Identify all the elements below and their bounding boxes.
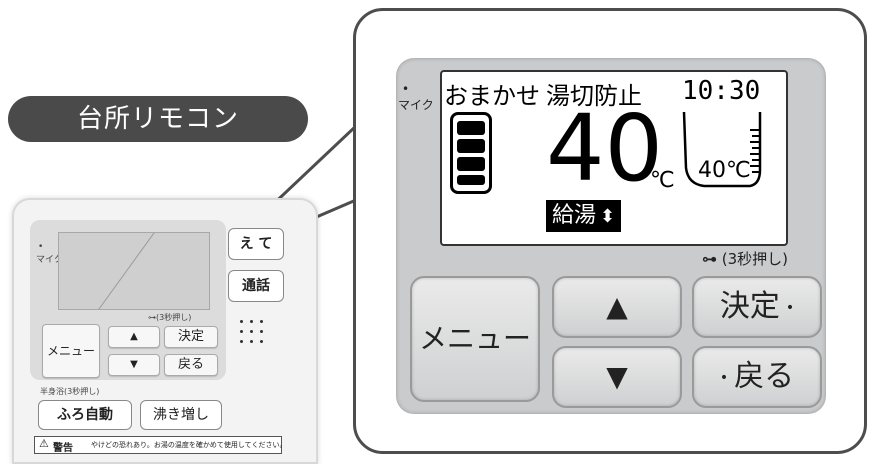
remote-back-button[interactable]: 戻る [164,354,218,376]
remote-screen [58,232,210,310]
lcd-display: おまかせ 湯切防止 10:30 40 ℃ 40℃ 給湯⬍ [440,70,788,246]
warning-icon: ⚠ [39,437,49,450]
key-icon: ⊶ [702,250,717,268]
mode-label: おまかせ [444,82,540,110]
lock-hint-text: (3秒押し) [721,250,789,268]
up-button[interactable]: ▲ [552,276,682,338]
up-down-arrows-icon: ⬍ [600,206,616,227]
half-bath-hint: 半身浴(3秒押し) [40,387,100,396]
water-level-icon [450,112,492,194]
temperature-unit: ℃ [650,168,675,193]
mode-select-label: 給湯 [552,203,597,228]
mic-dot: • [402,82,410,96]
menu-button[interactable]: メニュー [410,276,540,402]
bathtub-icon [680,108,764,190]
bath-temperature: 40℃ [698,158,751,183]
key-icon: ⊶ [148,313,156,322]
remote-lock-hint-text: (3秒押し) [156,313,192,322]
auto-bath-button[interactable]: ふろ自動 [38,400,132,430]
speaker-grille [240,320,270,350]
remote-down-button[interactable]: ▼ [108,354,160,376]
ok-button[interactable]: 決定 • [692,276,822,338]
remote-side-top-button[interactable]: え て [228,228,284,260]
ok-button-dot: • [785,299,795,316]
lock-hint: ⊶ (3秒押し) [702,248,788,269]
remote-ok-button[interactable]: 決定 [164,326,218,348]
mode-select-indicator: 給湯⬍ [546,200,622,232]
remote-call-button[interactable]: 通話 [228,270,284,302]
remote-lock-hint: ⊶(3秒押し) [148,312,191,323]
down-arrow-icon: ▼ [606,360,628,393]
reheat-button[interactable]: 沸き増し [140,400,222,430]
temperature-value: 40 [546,95,664,202]
mic-label: マイク [398,98,434,112]
warning-text: やけどの恐れあり。お湯の温度を確かめて使用してください。 [91,441,287,449]
remote-menu-button[interactable]: メニュー [42,324,100,378]
remote-mic-dot: • [38,242,44,252]
back-button-dot: • [719,369,729,386]
back-button-label: 戻る [734,359,795,394]
up-arrow-icon: ▲ [606,290,628,323]
page-title: 台所リモコン [8,96,308,142]
warning-label: ⚠ 警告 やけどの恐れあり。お湯の温度を確かめて使用してください。 [34,436,286,454]
remote-mic-label: マイク [36,255,63,265]
ok-button-label: 決定 [719,289,780,324]
remote-up-button[interactable]: ▲ [108,326,160,348]
warning-title: 警告 [53,443,73,454]
scald-prevention-label: 湯切防止 [546,82,642,110]
down-button[interactable]: ▼ [552,346,682,408]
clock: 10:30 [682,76,761,106]
remote-screen-glare [98,232,155,310]
back-button[interactable]: • 戻る [692,346,822,408]
